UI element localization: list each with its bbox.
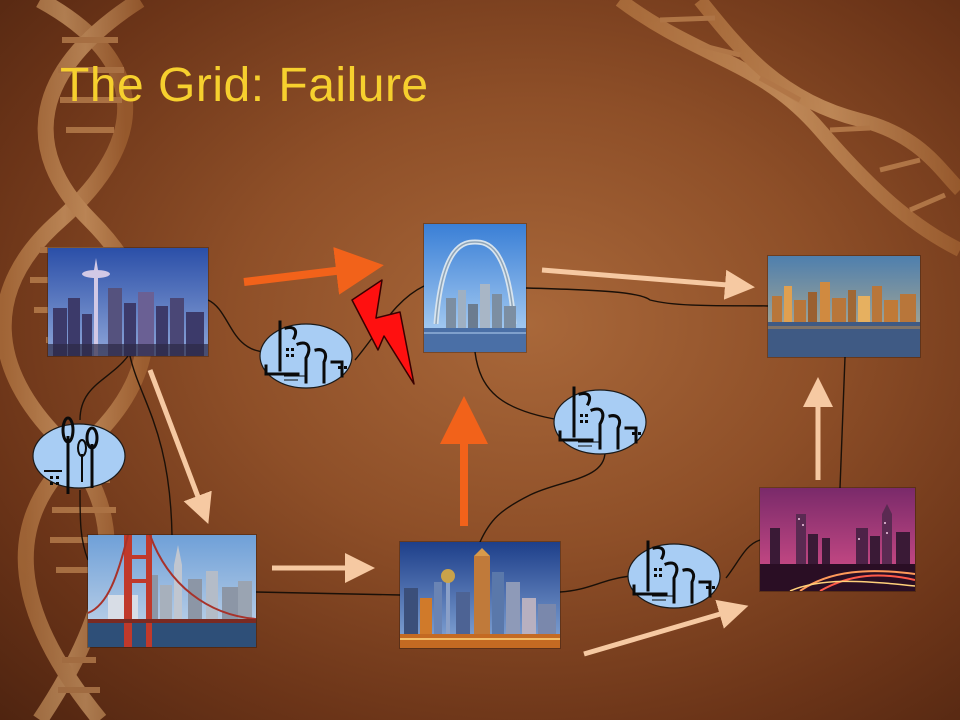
wire-sf-dallas (255, 591, 401, 596)
dallas-city-photo (400, 542, 560, 648)
wire-windfarm-sf (79, 489, 89, 561)
seattle-city-photo (48, 248, 208, 356)
lightning-bolt-icon (351, 279, 415, 385)
wire-seattle-plant1 (207, 299, 266, 353)
wire-plant2-dallas (479, 451, 606, 543)
wire-stlouis-chicago (525, 287, 769, 307)
failure-arrow-seattle-to-st-louis (243, 247, 384, 295)
power-plant-icon (552, 386, 648, 456)
power-plant-icon (258, 320, 354, 390)
wire-seattle-sf (129, 355, 173, 536)
power-plant-icon (626, 540, 722, 610)
slide-title: The Grid: Failure (60, 59, 429, 112)
wire-seattle-windfarm (79, 355, 129, 421)
arrow-dallas-to-atlanta (583, 599, 749, 657)
chicago-city-photo (768, 256, 920, 357)
san-francisco-city-photo (88, 535, 256, 647)
wire-dallas-plant3 (559, 575, 631, 593)
wind-turbine-icon (32, 416, 126, 494)
wire-stlouis-plant2 (474, 351, 561, 421)
wire-chicago-atlanta (839, 356, 846, 489)
atlanta-city-photo (760, 488, 915, 591)
arrow-st-louis-to-chicago (541, 267, 755, 300)
wire-plant3-atlanta (725, 539, 761, 579)
st-louis-city-photo (424, 224, 526, 352)
arrow-seattle-to-san-francisco (147, 369, 212, 525)
